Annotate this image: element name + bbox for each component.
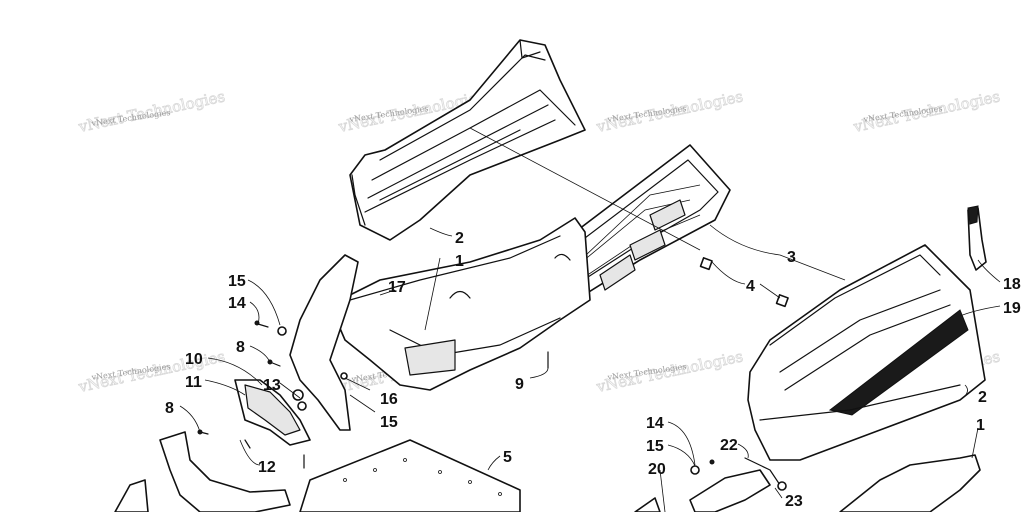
- callout-5: 5: [503, 449, 512, 466]
- callout-15: 15: [646, 438, 664, 455]
- washer-15: [277, 326, 287, 336]
- callout-1: 1: [455, 253, 464, 270]
- screw-14: [257, 323, 269, 328]
- callout-10: 10: [185, 351, 203, 368]
- callout-16: 16: [380, 391, 398, 408]
- callout-18: 18: [1003, 276, 1021, 293]
- callout-1: 1: [976, 417, 985, 434]
- clip-4: [699, 257, 713, 271]
- callout-15: 15: [380, 414, 398, 431]
- part-1-right-belly-pan: [839, 454, 981, 512]
- callout-2: 2: [455, 230, 464, 247]
- callout-8: 8: [165, 400, 174, 417]
- part-10-11-side-panel: [234, 254, 359, 446]
- part-bottom-left-bracket: [114, 431, 291, 512]
- callout-17: 17: [388, 279, 406, 296]
- callout-19: 19: [1003, 300, 1021, 317]
- callout-8: 8: [236, 339, 245, 356]
- callout-15: 15: [228, 273, 246, 290]
- part-20-22-bracket: [634, 457, 787, 512]
- callout-2: 2: [978, 389, 987, 406]
- callout-9: 9: [515, 376, 524, 393]
- callout-22: 22: [720, 437, 738, 454]
- callout-14: 14: [646, 415, 664, 432]
- callout-4: 4: [746, 278, 755, 295]
- callout-11: 11: [185, 374, 202, 391]
- callout-23: 23: [785, 493, 803, 510]
- callout-12: 12: [258, 459, 276, 476]
- part-2-upper-cover: [349, 39, 586, 241]
- callout-20: 20: [648, 461, 666, 478]
- part-1-belly-pan: [329, 217, 591, 391]
- part-2-right-hood: [747, 205, 987, 461]
- callout-14: 14: [228, 295, 246, 312]
- hardware-parts: [197, 257, 789, 475]
- leader-lines: [179, 127, 1001, 512]
- callout-labels: 2 1 3 4 17 15 14 8 10 11 13 8 12 16 15 9…: [165, 230, 1021, 510]
- part-5-tray: [299, 439, 521, 512]
- callout-13: 13: [263, 377, 281, 394]
- callout-3: 3: [787, 249, 796, 266]
